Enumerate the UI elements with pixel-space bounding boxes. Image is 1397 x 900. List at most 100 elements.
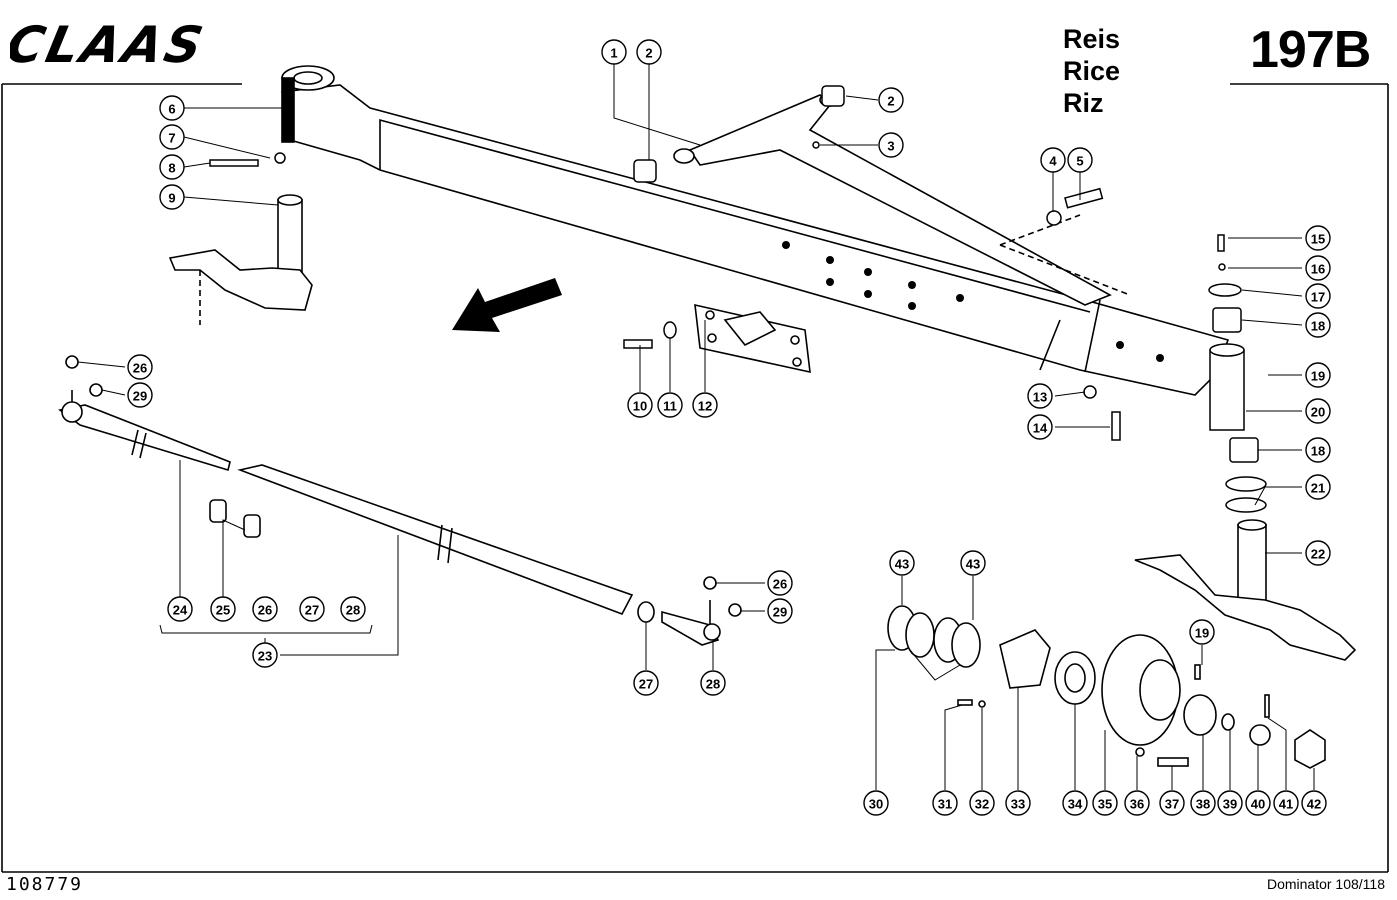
callout-number: 38 <box>1196 797 1210 812</box>
page-number: 197B <box>1250 21 1371 79</box>
callout-36: 36 <box>1124 790 1150 816</box>
callout-number: 33 <box>1011 797 1025 812</box>
machine-model: Dominator 108/118 <box>1266 876 1385 892</box>
beam-holes <box>782 241 1164 362</box>
callout-33: 33 <box>1005 790 1031 816</box>
callout-circle <box>1305 283 1331 309</box>
callout-circle <box>1305 474 1331 500</box>
callout-number: 30 <box>869 797 883 812</box>
frame-lines <box>1 83 1389 873</box>
callout-number: 4 <box>1049 154 1057 169</box>
callout-14: 14 <box>1027 414 1053 440</box>
callout-number: 1 <box>610 46 617 61</box>
callout-circle <box>159 95 185 121</box>
callout-number: 15 <box>1311 232 1325 247</box>
callout-2: 2 <box>878 87 904 113</box>
callout-16: 16 <box>1305 255 1331 281</box>
callout-28: 28 <box>700 670 726 696</box>
callout-number: 19 <box>1311 369 1325 384</box>
callout-number: 2 <box>887 94 894 109</box>
callout-circle <box>1062 790 1088 816</box>
callout-circle <box>932 790 958 816</box>
callout-number: 37 <box>1165 797 1179 812</box>
callout-22: 22 <box>1305 540 1331 566</box>
tie-rod-assembly <box>58 355 742 646</box>
callout-circle <box>1305 540 1331 566</box>
callout-number: 11 <box>663 399 677 414</box>
callout-31: 31 <box>932 790 958 816</box>
callout-circle <box>159 124 185 150</box>
callout-34: 34 <box>1062 790 1088 816</box>
callout-13: 13 <box>1027 383 1053 409</box>
claas-logo: CLAAS <box>10 16 211 72</box>
axle-beam <box>281 65 1230 396</box>
callout-circle <box>1005 790 1031 816</box>
callout-number: 43 <box>966 557 980 572</box>
callout-6: 6 <box>159 95 185 121</box>
callout-circle <box>1217 790 1243 816</box>
callout-circle <box>1092 790 1118 816</box>
callout-circle <box>252 642 278 668</box>
callout-18: 18 <box>1305 437 1331 463</box>
callout-number: 41 <box>1279 797 1293 812</box>
callout-number: 32 <box>975 797 989 812</box>
callout-number: 35 <box>1098 797 1112 812</box>
callout-circle <box>767 598 793 624</box>
callout-4: 4 <box>1040 147 1066 173</box>
callout-number: 9 <box>168 191 175 206</box>
callout-number: 43 <box>895 557 909 572</box>
callout-19: 19 <box>1189 619 1215 645</box>
callout-circle <box>1027 383 1053 409</box>
callout-circle <box>1189 619 1215 645</box>
callout-circle <box>627 392 653 418</box>
callout-circle <box>1305 398 1331 424</box>
callout-circle <box>127 354 153 380</box>
callout-circle <box>878 132 904 158</box>
callout-number: 34 <box>1068 797 1083 812</box>
callout-number: 27 <box>639 677 653 692</box>
callout-8: 8 <box>159 154 185 180</box>
callout-circle <box>878 87 904 113</box>
callout-circle <box>601 39 627 65</box>
callout-number: 39 <box>1223 797 1237 812</box>
callout-7: 7 <box>159 124 185 150</box>
callout-5: 5 <box>1067 147 1093 173</box>
callout-27: 27 <box>299 596 325 622</box>
callout-23: 23 <box>252 642 278 668</box>
callout-17: 17 <box>1305 283 1331 309</box>
callout-29: 29 <box>767 598 793 624</box>
callout-number: 10 <box>633 399 647 414</box>
callout-number: 7 <box>168 131 175 146</box>
callout-35: 35 <box>1092 790 1118 816</box>
callout-12: 12 <box>692 392 718 418</box>
document-number: 108779 <box>6 874 84 895</box>
callout-43: 43 <box>960 550 986 576</box>
callout-circle <box>1305 225 1331 251</box>
callout-number: 18 <box>1311 319 1325 334</box>
callout-circle <box>1159 790 1185 816</box>
callout-24: 24 <box>167 596 193 622</box>
hub-assembly <box>887 605 1326 769</box>
callout-32: 32 <box>969 790 995 816</box>
callout-circle <box>889 550 915 576</box>
callout-circle <box>127 382 153 408</box>
language-label-en: Rice <box>1063 56 1121 86</box>
callout-circle <box>1273 790 1299 816</box>
callout-circle <box>1305 312 1331 338</box>
left-steering-knuckle <box>168 194 313 325</box>
callout-number: 42 <box>1307 797 1321 812</box>
callout-30: 30 <box>863 790 889 816</box>
callout-number: 3 <box>887 139 894 154</box>
callout-number: 29 <box>773 605 787 620</box>
callout-circle <box>1305 255 1331 281</box>
callout-37: 37 <box>1159 790 1185 816</box>
callout-number: 40 <box>1251 797 1265 812</box>
language-label-fr: Riz <box>1063 88 1104 118</box>
callout-number: 5 <box>1076 154 1083 169</box>
callout-circle <box>210 596 236 622</box>
callout-circle <box>692 392 718 418</box>
callout-circle <box>1067 147 1093 173</box>
callout-43: 43 <box>889 550 915 576</box>
callout-circle <box>159 184 185 210</box>
